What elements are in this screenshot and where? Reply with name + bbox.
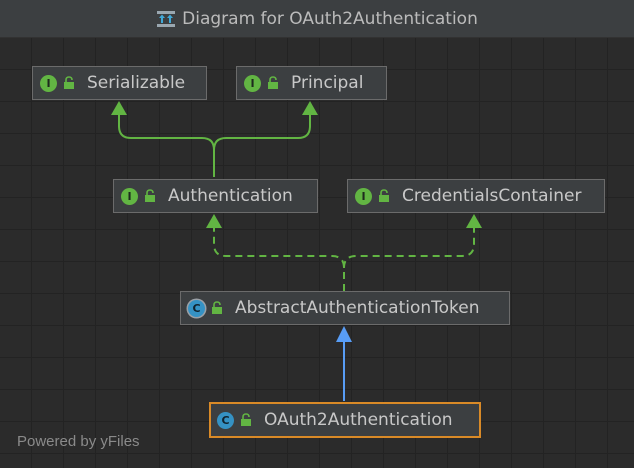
public-lock-icon — [379, 189, 389, 202]
arrowhead-serializable — [111, 101, 127, 115]
public-lock-icon — [64, 76, 74, 89]
arrowhead-credentials-container — [466, 214, 482, 228]
public-lock-icon — [212, 301, 222, 314]
public-lock-icon — [145, 189, 155, 202]
node-label: CredentialsContainer — [402, 186, 582, 206]
node-label: Serializable — [87, 73, 186, 93]
node-abstract-authentication-token[interactable]: C AbstractAuthenticationToken — [180, 291, 510, 325]
window-title: Diagram for OAuth2Authentication — [182, 8, 478, 29]
node-label: Principal — [291, 73, 364, 93]
abstract-class-icon: C — [188, 299, 205, 317]
uml-diagram-icon — [157, 10, 176, 27]
edge-authentication-extends — [118, 113, 311, 177]
arrowhead-principal — [302, 101, 318, 115]
node-oauth2-authentication[interactable]: C OAuth2Authentication — [209, 402, 481, 438]
class-icon: C — [217, 411, 234, 429]
interface-icon: I — [355, 187, 372, 205]
node-serializable[interactable]: I Serializable — [32, 66, 207, 100]
node-label: OAuth2Authentication — [264, 410, 453, 430]
edge-token-implements — [213, 227, 475, 291]
yfiles-watermark: Powered by yFiles — [17, 433, 140, 450]
node-credentials-container[interactable]: I CredentialsContainer — [347, 179, 605, 213]
public-lock-icon — [268, 76, 278, 89]
node-label: AbstractAuthenticationToken — [235, 298, 480, 318]
node-label: Authentication — [168, 186, 293, 206]
arrowhead-abstract-token — [336, 326, 352, 342]
node-authentication[interactable]: I Authentication — [113, 179, 318, 213]
public-lock-icon — [241, 413, 251, 426]
node-principal[interactable]: I Principal — [236, 66, 387, 100]
interface-icon: I — [40, 74, 57, 92]
arrowhead-authentication — [206, 214, 222, 228]
interface-icon: I — [244, 74, 261, 92]
diagram-canvas[interactable]: I Serializable I Principal I Authenticat… — [0, 38, 634, 468]
interface-icon: I — [121, 187, 138, 205]
title-bar: Diagram for OAuth2Authentication — [0, 0, 634, 38]
